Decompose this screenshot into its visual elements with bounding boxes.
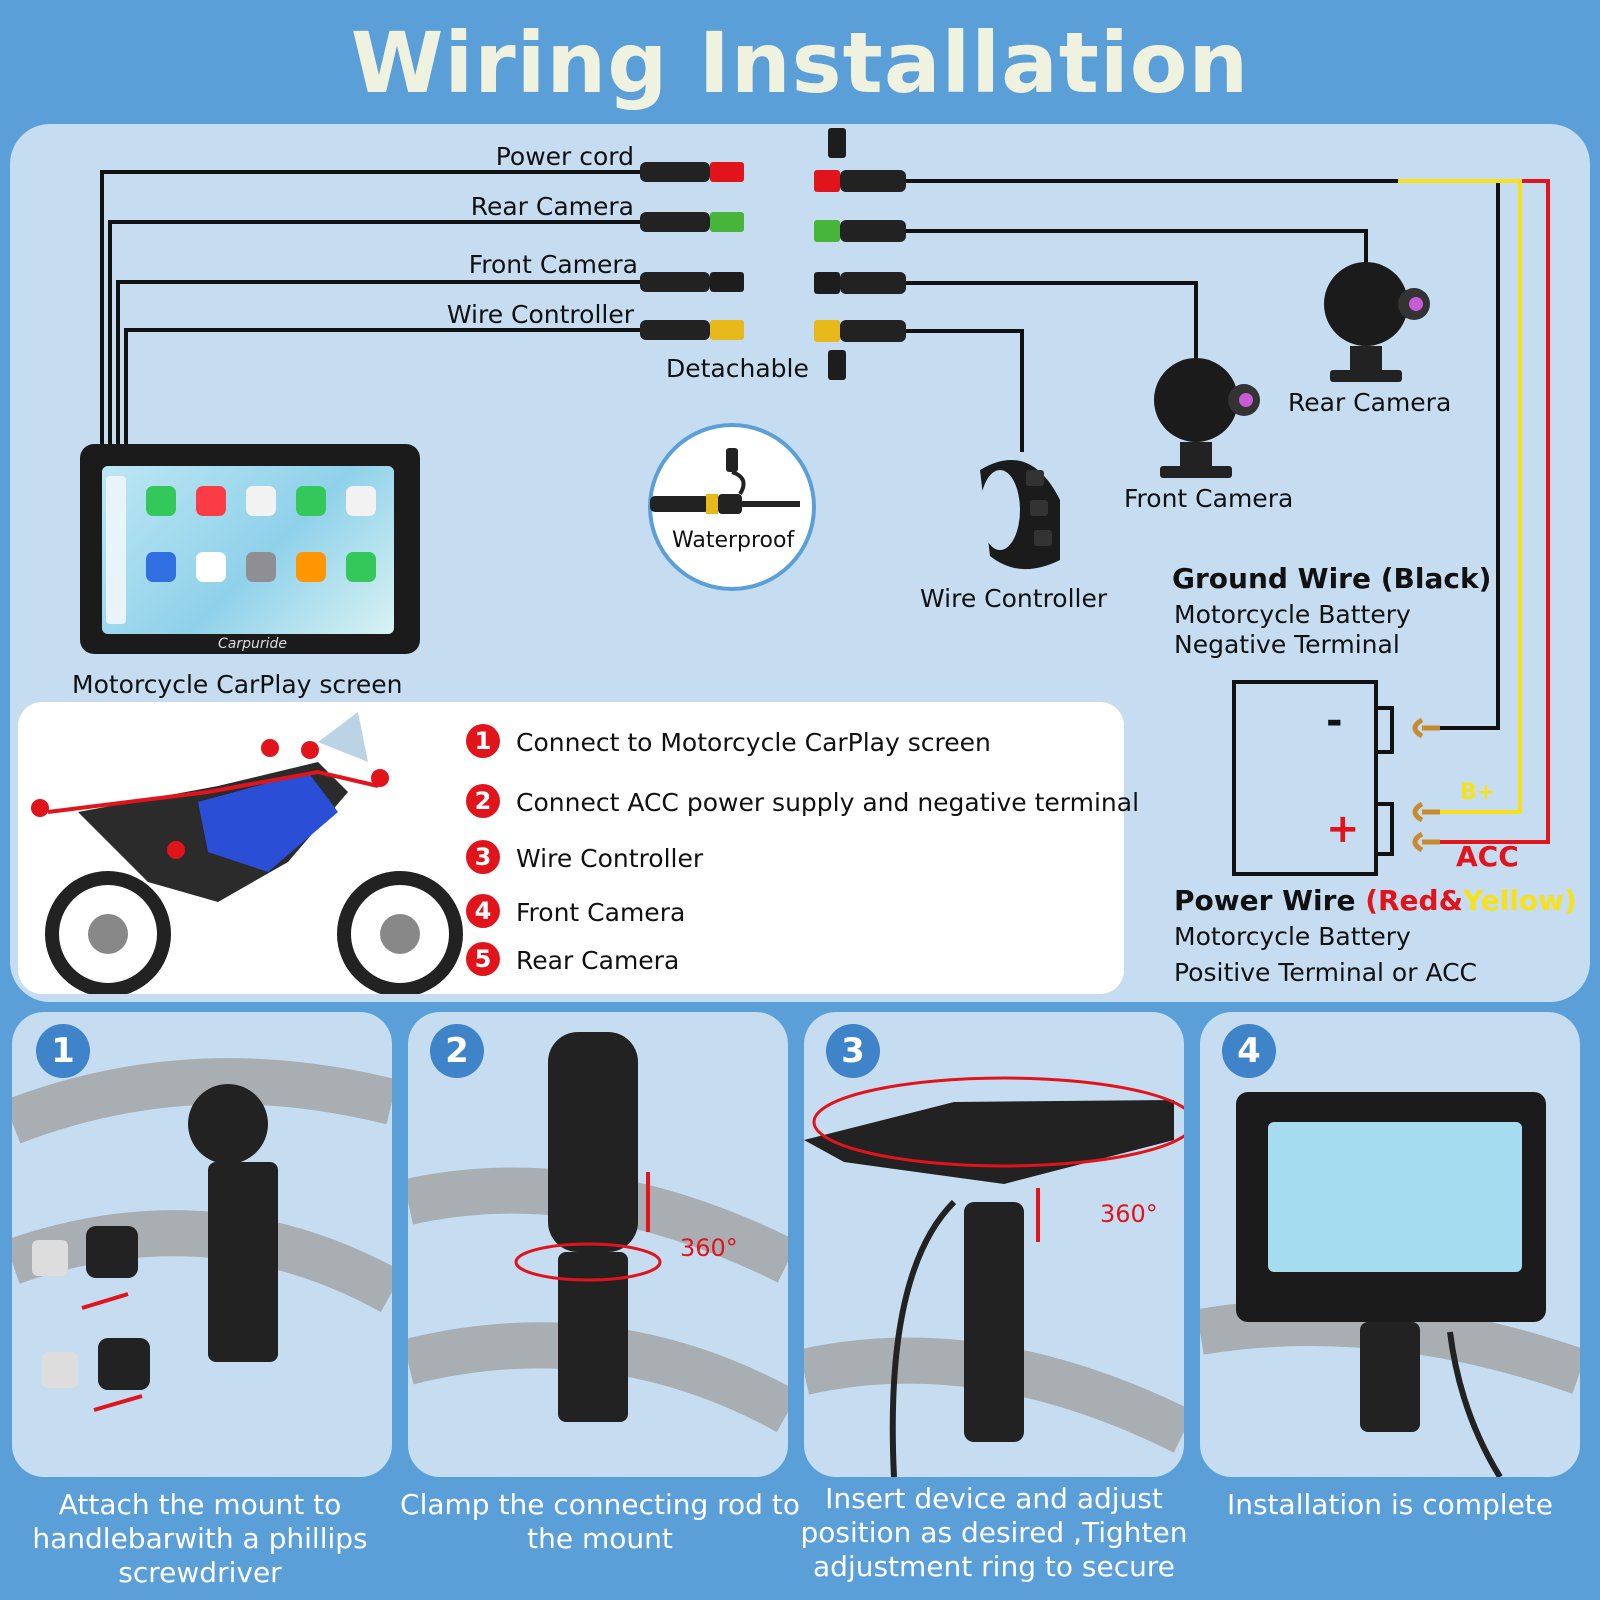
step-3-badge: 3 — [466, 840, 500, 874]
step-5-text: Rear Camera — [516, 946, 680, 975]
power-wire-title: Power Wire (Red&Yellow) — [1174, 884, 1577, 917]
brand-logo: Carpuride — [218, 636, 288, 652]
page-title: Wiring Installation — [350, 14, 1250, 112]
power-wire-line2: Positive Terminal or ACC — [1174, 958, 1478, 987]
bplus-wire — [1398, 179, 1522, 814]
power-wire-red: (Red& — [1365, 884, 1464, 917]
label-rear-camera-connector: Rear Camera — [470, 192, 634, 221]
battery — [1232, 680, 1394, 876]
bplus-label: B+ — [1460, 780, 1496, 805]
step-3-text: Wire Controller — [516, 844, 704, 873]
install-2-illustration — [408, 1032, 788, 1433]
install-badge-1: 1 — [36, 1024, 90, 1078]
install-caption-4: Installation is complete — [1226, 1488, 1554, 1521]
controller-cable — [906, 329, 1024, 452]
app-icons — [106, 476, 376, 624]
step-5-badge: 5 — [466, 942, 500, 976]
install-badge-4: 4 — [1222, 1024, 1276, 1078]
install-card-3: 360° — [804, 1012, 1184, 1477]
carplay-display — [102, 466, 394, 634]
battery-plus: + — [1326, 806, 1360, 852]
motorcycle-panel — [18, 702, 1124, 997]
right-connectors — [814, 128, 906, 380]
power-wire-yellow: Yellow) — [1463, 884, 1577, 917]
ground-wire-line1: Motorcycle Battery — [1174, 600, 1411, 629]
install-1-illustration — [12, 1058, 392, 1412]
power-wire-title-text: Power Wire — [1174, 884, 1366, 917]
rear-camera-cable — [906, 229, 1368, 276]
waterproof-badge — [648, 423, 816, 591]
label-front-camera: Front Camera — [1124, 484, 1294, 513]
label-front-camera-connector: Front Camera — [468, 250, 638, 279]
label-waterproof: Waterproof — [672, 528, 795, 553]
step-1-badge: 1 — [466, 724, 500, 758]
acc-label: ACC — [1456, 840, 1519, 873]
install-3-angle: 360° — [1100, 1200, 1158, 1228]
ground-wire — [906, 179, 1500, 730]
install-caption-3: Insert device and adjust position as des… — [800, 1482, 1188, 1583]
left-connectors — [640, 162, 744, 340]
label-power-cord: Power cord — [495, 142, 634, 171]
step-1-text: Connect to Motorcycle CarPlay screen — [516, 728, 991, 757]
label-wire-controller: Wire Controller — [920, 584, 1108, 613]
step-2-badge: 2 — [466, 784, 500, 818]
front-camera-cable — [906, 281, 1198, 368]
label-detachable: Detachable — [666, 354, 809, 383]
motorcycle-markers — [31, 739, 389, 859]
install-card-4 — [1200, 1012, 1580, 1477]
label-carplay-screen: Motorcycle CarPlay screen — [72, 670, 403, 699]
install-2-angle: 360° — [680, 1234, 738, 1262]
front-camera-device — [1154, 358, 1260, 478]
acc-wire — [1440, 179, 1550, 844]
step-4-badge: 4 — [466, 894, 500, 928]
install-4-illustration — [1200, 1092, 1580, 1477]
ring-terminals — [1412, 717, 1440, 853]
rear-camera-device — [1324, 262, 1430, 382]
label-wire-controller-connector: Wire Controller — [446, 300, 634, 329]
ground-wire-title: Ground Wire (Black) — [1172, 562, 1492, 595]
motorcycle-illustration — [45, 712, 463, 997]
install-badge-3: 3 — [826, 1024, 880, 1078]
battery-minus: - — [1326, 698, 1343, 744]
wiring-diagram — [100, 128, 1550, 876]
step-4-text: Front Camera — [516, 898, 686, 927]
install-card-2: 360° — [408, 1012, 788, 1477]
step-2-text: Connect ACC power supply and negative te… — [516, 788, 1140, 817]
install-caption-2: Clamp the connecting rod to the mount — [400, 1488, 800, 1555]
screen-cables — [100, 170, 640, 444]
install-3-illustration — [804, 1076, 1184, 1477]
install-card-1 — [12, 1012, 392, 1477]
install-badge-2: 2 — [430, 1024, 484, 1078]
install-caption-1: Attach the mount to handlebarwith a phil… — [32, 1488, 368, 1589]
wire-controller-device — [980, 460, 1060, 570]
label-rear-camera: Rear Camera — [1288, 388, 1452, 417]
ground-wire-line2: Negative Terminal — [1174, 630, 1400, 659]
power-wire-line1: Motorcycle Battery — [1174, 922, 1411, 951]
